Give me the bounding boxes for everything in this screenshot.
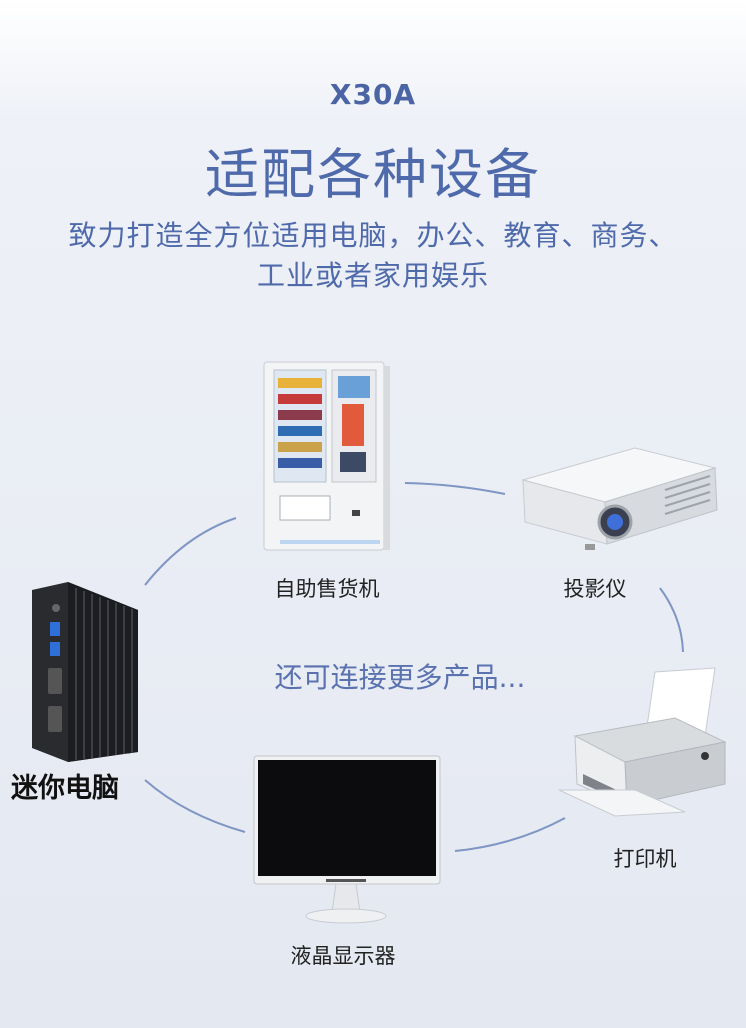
usb-port-2 <box>50 642 60 656</box>
serial-port-1 <box>48 668 62 694</box>
monitor-image <box>253 755 441 924</box>
projector-image <box>521 447 718 550</box>
mini-pc-image <box>32 582 138 762</box>
projector-label: 投影仪 <box>563 577 627 601</box>
arc-vending-projector <box>404 482 506 495</box>
arc-printer-monitor <box>454 817 566 852</box>
heatsink-fins <box>75 588 133 760</box>
printer-label: 打印机 <box>613 847 677 871</box>
page-title: 适配各种设备 <box>205 143 541 206</box>
model-name: X30A <box>329 78 417 111</box>
usb-port-1 <box>50 622 60 636</box>
arc-monitor-pc <box>144 779 246 833</box>
monitor-label: 液晶显示器 <box>290 944 396 968</box>
product-shelves <box>278 378 322 468</box>
more-products-text: 还可连接更多产品... <box>274 661 526 694</box>
arc-pc-vending <box>144 517 237 586</box>
monitor-screen <box>258 760 436 876</box>
vending-machine-image <box>263 361 390 551</box>
vending-machine-label: 自助售货机 <box>274 577 380 601</box>
arc-projector-printer <box>659 587 684 653</box>
printer-image <box>558 667 727 817</box>
subtitle-line-2: 工业或者家用娱乐 <box>256 259 489 292</box>
projector-vents <box>664 475 711 515</box>
mini-pc-label: 迷你电脑 <box>11 773 119 804</box>
serial-port-2 <box>48 706 62 732</box>
subtitle-line-1: 致力打造全方位适用电脑，办公、教育、商务、 <box>68 219 678 252</box>
